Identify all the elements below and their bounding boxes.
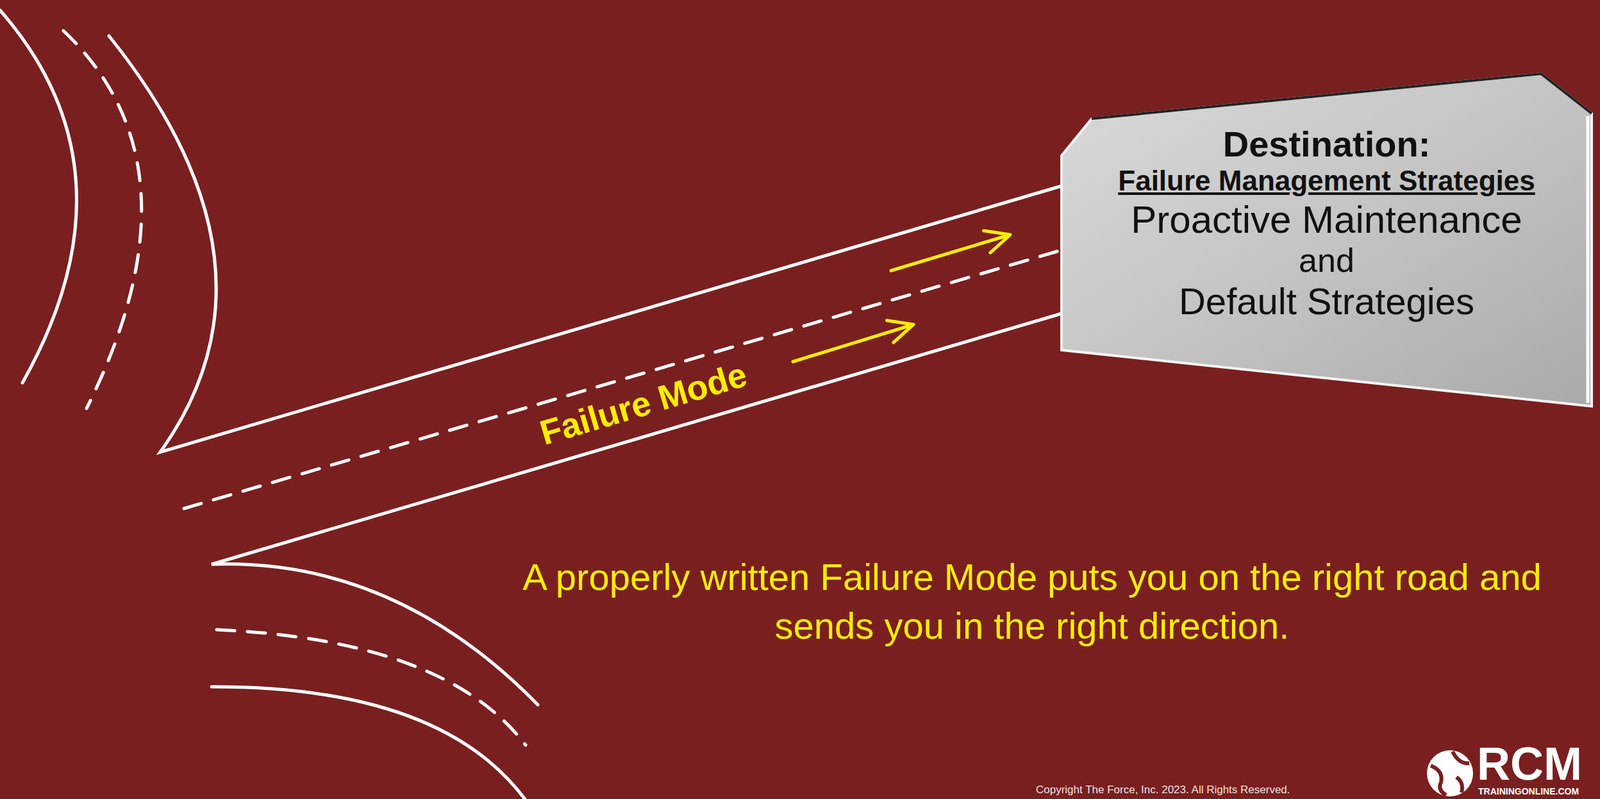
direction-arrows: [792, 230, 1011, 362]
sign-top-edge: [1091, 73, 1592, 119]
destination-sign: Destination:Failure Management Strategie…: [1061, 73, 1592, 406]
globe-swoosh: [1430, 765, 1447, 795]
road-lines: [0, 10, 1062, 799]
globe-swoosh: [1456, 776, 1463, 793]
road-center-line: [183, 250, 1062, 509]
sign-body: Default Strategies: [1061, 280, 1592, 324]
sign-face: [1061, 73, 1592, 406]
direction-arrow: [792, 320, 914, 362]
sign-heading: Destination:: [1061, 123, 1592, 165]
road-edge: [0, 10, 77, 383]
globe-disc: [1426, 750, 1474, 797]
sign-body: and: [1061, 241, 1592, 281]
slide-caption: A properly written Failure Mode puts you…: [487, 552, 1577, 650]
direction-arrow: [891, 230, 1011, 271]
logo-wordmark: RCM: [1476, 742, 1583, 785]
road-edge: [211, 686, 533, 799]
logo-url: TRAININGONLINE.COM: [1478, 785, 1579, 797]
globe-logo: [1426, 750, 1474, 797]
sign-body: Proactive Maintenance: [1061, 197, 1592, 242]
copyright-note: Copyright The Force, Inc. 2023. All Righ…: [1035, 783, 1291, 797]
road-center-line: [63, 30, 142, 409]
sign-subheading: Failure Management Strategies: [1061, 164, 1592, 198]
globe-swoosh: [1452, 751, 1470, 763]
sign-bevel: [1586, 116, 1590, 403]
